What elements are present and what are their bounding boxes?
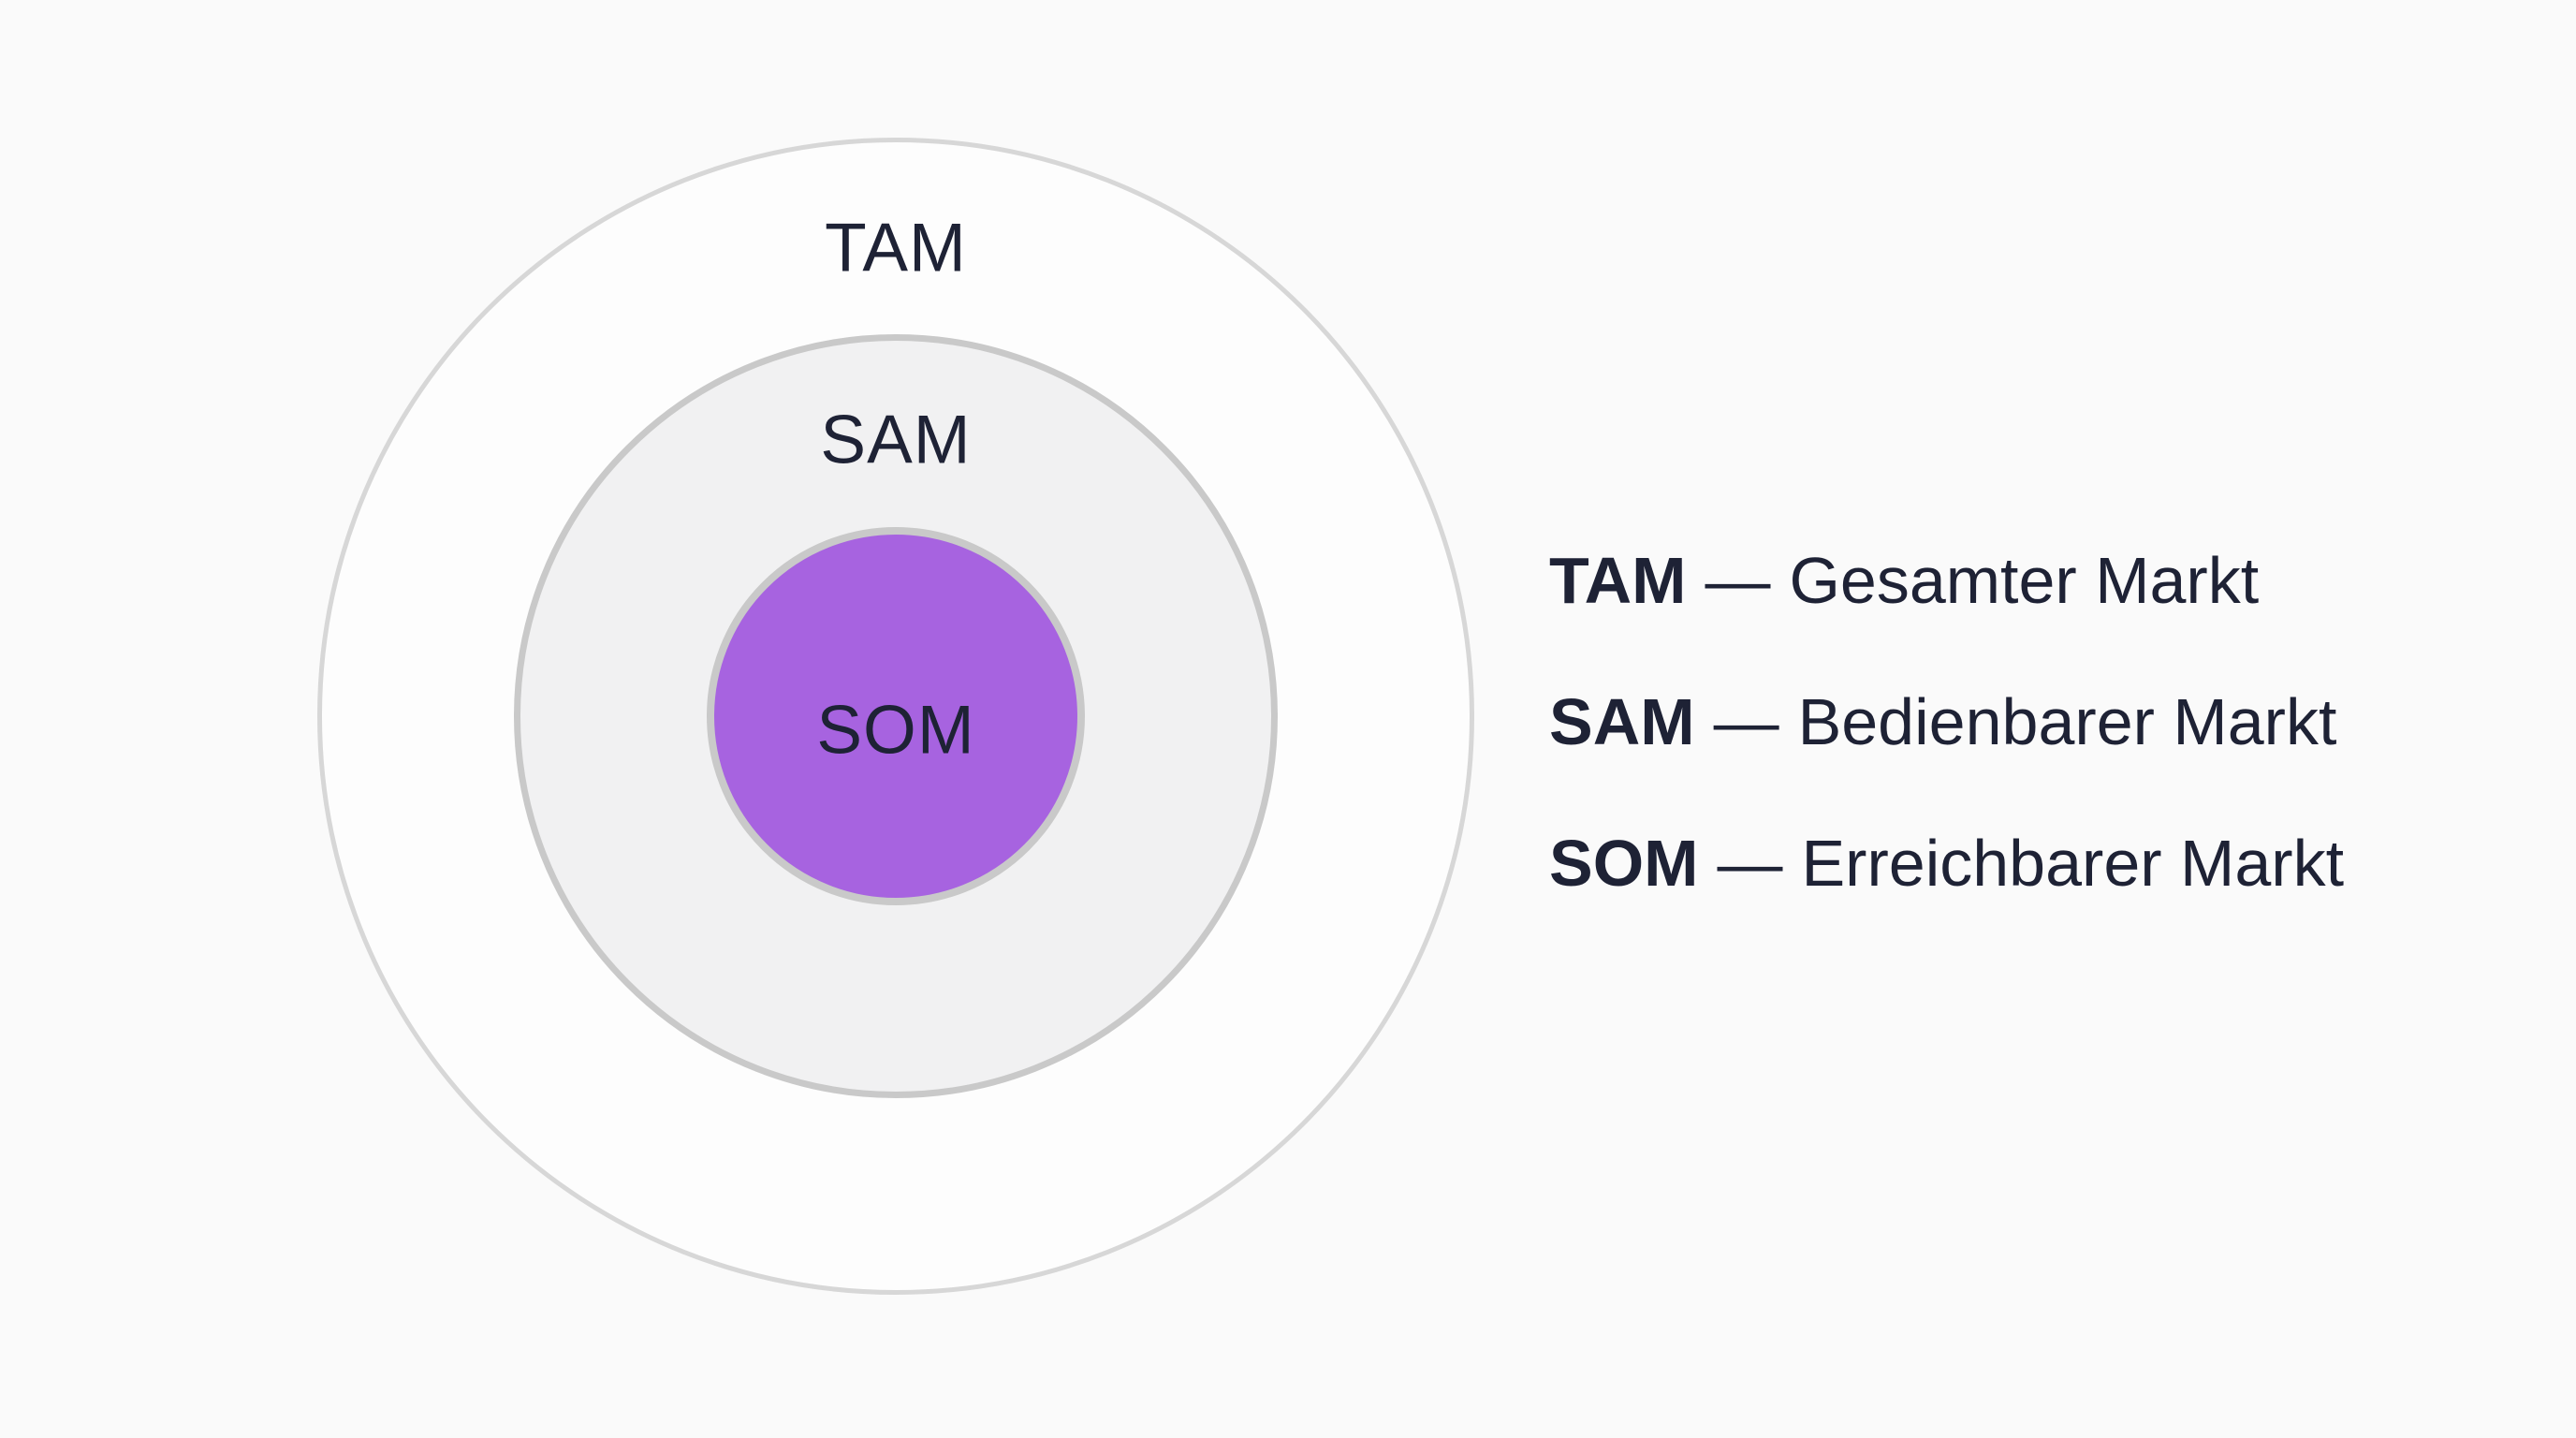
legend-definition-som: Erreichbarer Markt <box>1801 826 2345 900</box>
legend-term-som: SOM <box>1549 826 1699 900</box>
legend-item-tam: TAM — Gesamter Markt <box>1549 509 2344 651</box>
legend-item-sam: SAM — Bedienbarer Markt <box>1549 651 2344 792</box>
som-circle-label: SOM <box>816 692 975 769</box>
sam-circle-label: SAM <box>820 402 972 478</box>
legend-definition-tam: Gesamter Markt <box>1789 543 2260 617</box>
legend-item-som: SOM — Erreichbarer Markt <box>1549 792 2344 933</box>
legend-term-tam: TAM <box>1549 543 1687 617</box>
tam-circle-label: TAM <box>825 210 967 286</box>
legend: TAM — Gesamter Markt SAM — Bedienbarer M… <box>1549 509 2344 933</box>
legend-separator: — <box>1713 684 1779 758</box>
som-circle <box>707 527 1085 905</box>
legend-term-sam: SAM <box>1549 684 1695 758</box>
legend-definition-sam: Bedienbarer Markt <box>1797 684 2337 758</box>
legend-separator: — <box>1717 826 1783 900</box>
legend-separator: — <box>1705 543 1771 617</box>
